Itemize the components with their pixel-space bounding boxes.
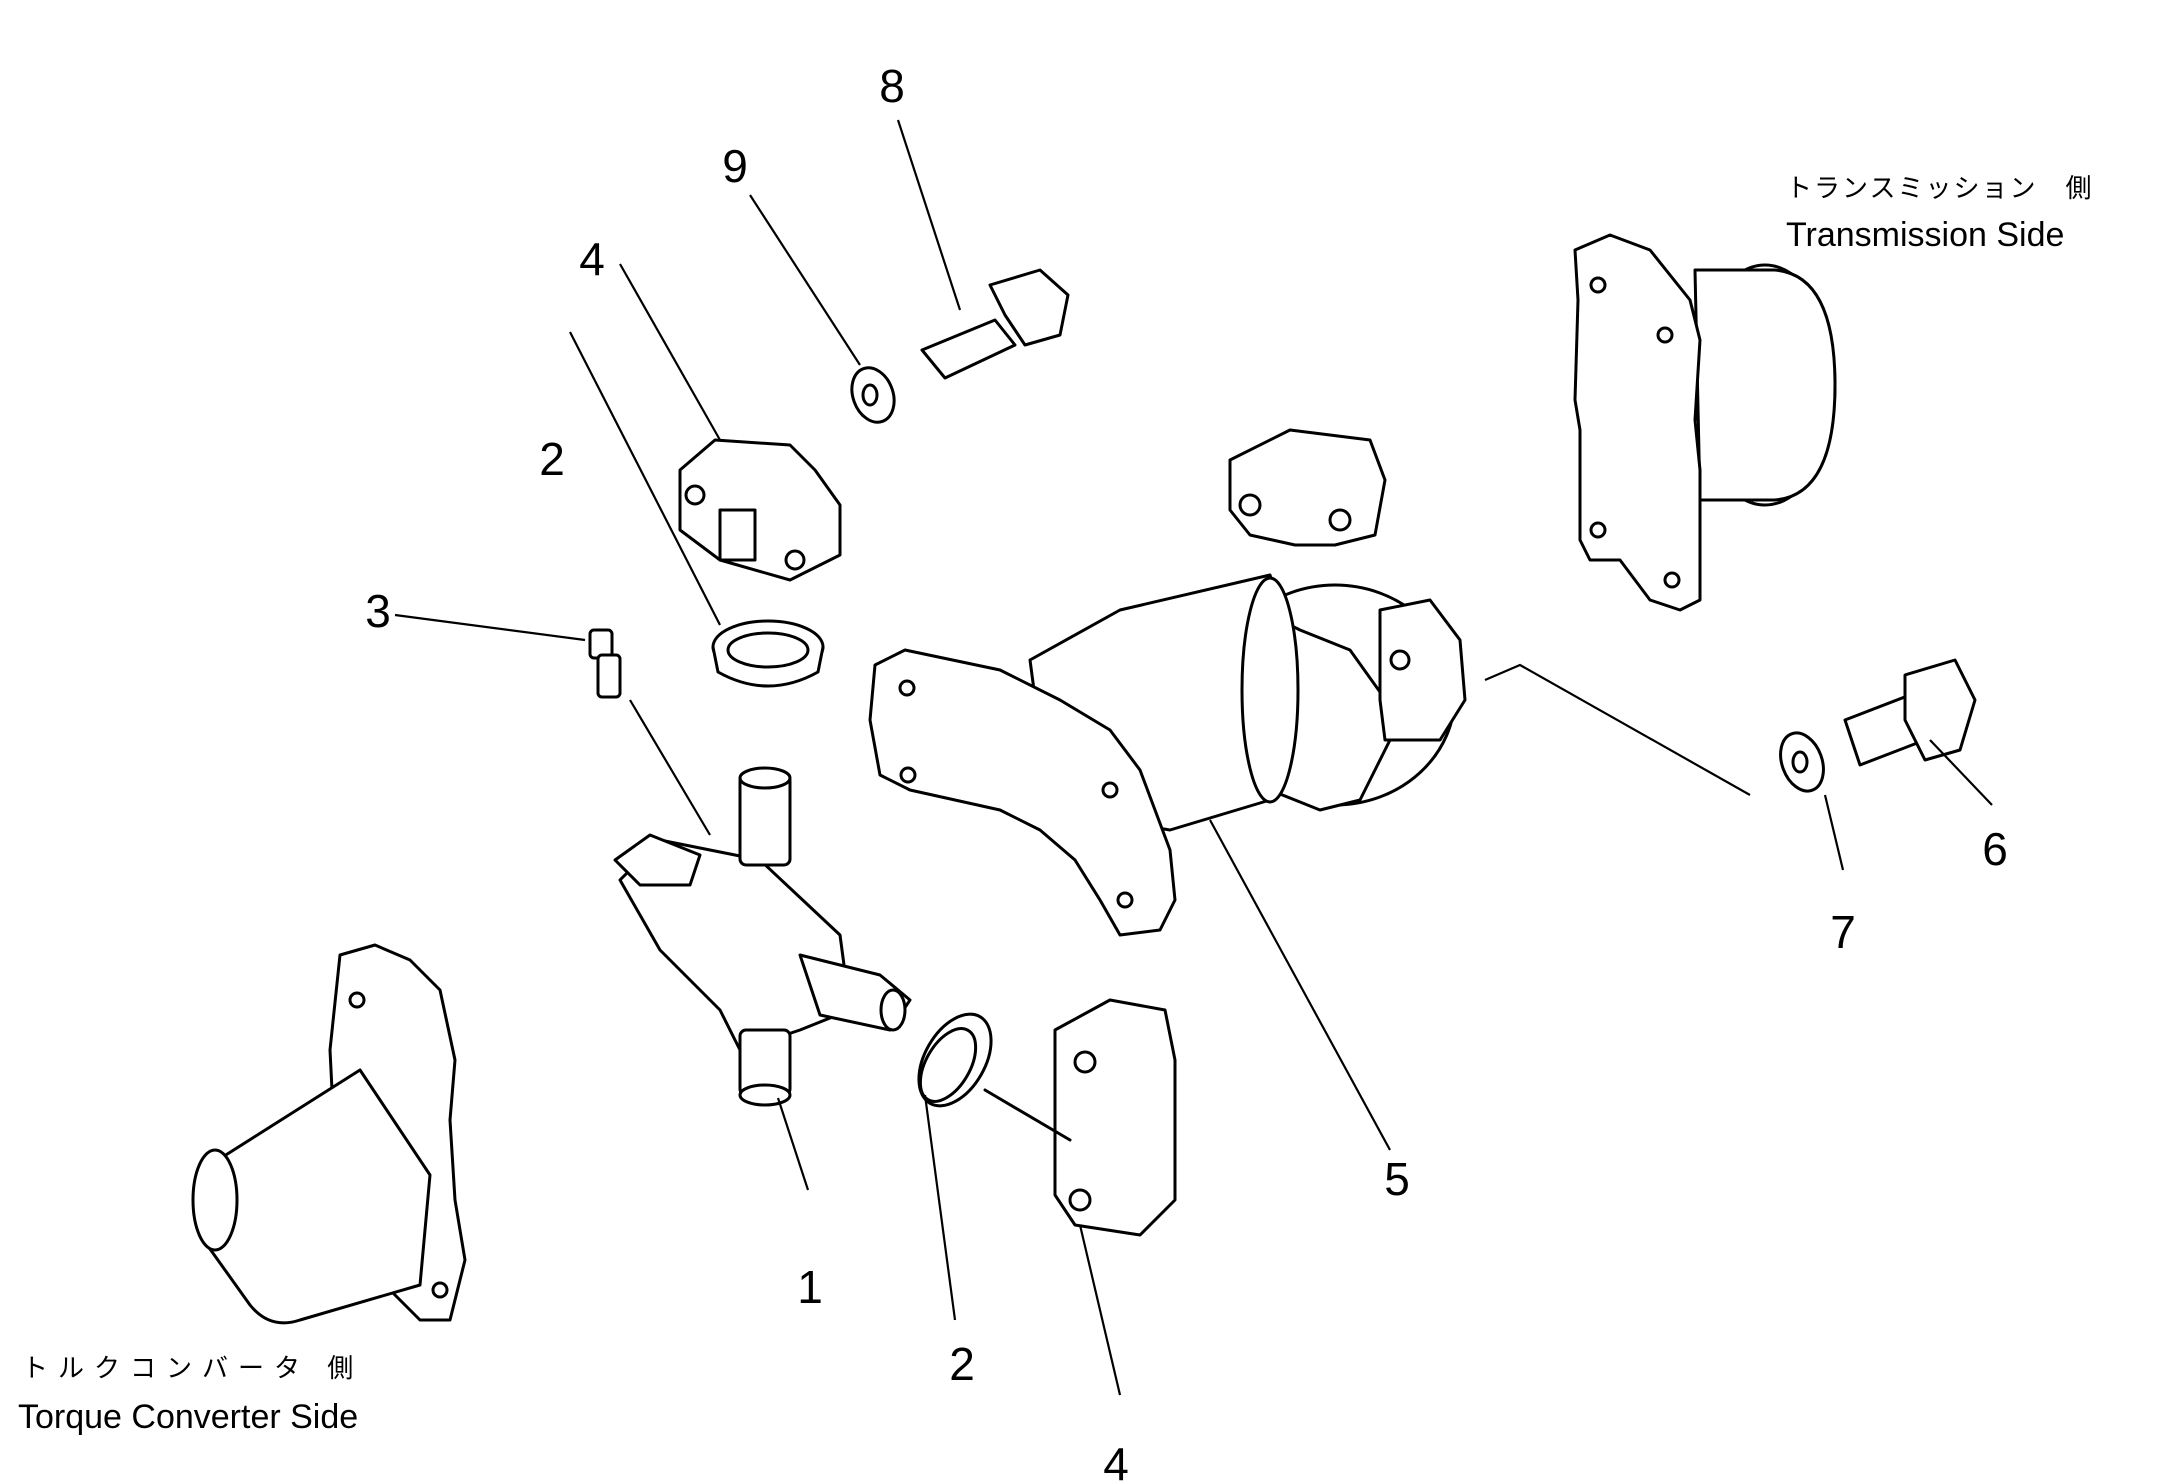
callout-4-lower: 4 (1103, 1438, 1129, 1484)
callout-2-lower: 2 (949, 1338, 975, 1390)
part-8-bolt (920, 268, 1070, 380)
part-3-grease-fitting (588, 628, 622, 699)
callout-4-upper: 4 (579, 233, 605, 285)
callout-numbers: 1 2 2 3 4 4 5 6 7 8 9 (365, 60, 2008, 1484)
part-1-spider (613, 766, 912, 1107)
callout-8: 8 (879, 60, 905, 112)
transmission-side-yoke (1573, 233, 1837, 612)
part-6-bolt (1843, 658, 1977, 767)
part-7-washer (1779, 731, 1825, 793)
torque-converter-side-label-en: Torque Converter Side (18, 1398, 358, 1436)
torque-converter-side-label-jp: トルクコンバータ 側 (22, 1353, 363, 1383)
slip-yoke-assembly (868, 428, 1467, 937)
torque-converter-side-label: トルクコンバータ 側 Torque Converter Side (18, 1353, 363, 1436)
part-4-bearing-cap-upper (678, 438, 842, 582)
callout-5: 5 (1384, 1153, 1410, 1205)
transmission-side-label-en: Transmission Side (1786, 216, 2064, 254)
callout-3: 3 (365, 585, 391, 637)
torque-converter-side-yoke (191, 943, 467, 1325)
callout-9: 9 (722, 140, 748, 192)
callout-2-upper: 2 (539, 433, 565, 485)
callout-1: 1 (797, 1261, 823, 1313)
part-9-washer (850, 366, 896, 424)
part-2-bearing-cup-lower (917, 1012, 993, 1108)
transmission-side-label: トランスミッション 側 Transmission Side (1786, 173, 2093, 254)
part-2-bearing-cup-upper (711, 619, 825, 688)
leader-lines (394, 119, 1993, 1396)
part-4-bearing-cap-lower (983, 998, 1177, 1237)
callout-7: 7 (1830, 906, 1856, 958)
transmission-side-label-jp: トランスミッション 側 (1786, 173, 2093, 203)
callout-6: 6 (1982, 823, 2008, 875)
